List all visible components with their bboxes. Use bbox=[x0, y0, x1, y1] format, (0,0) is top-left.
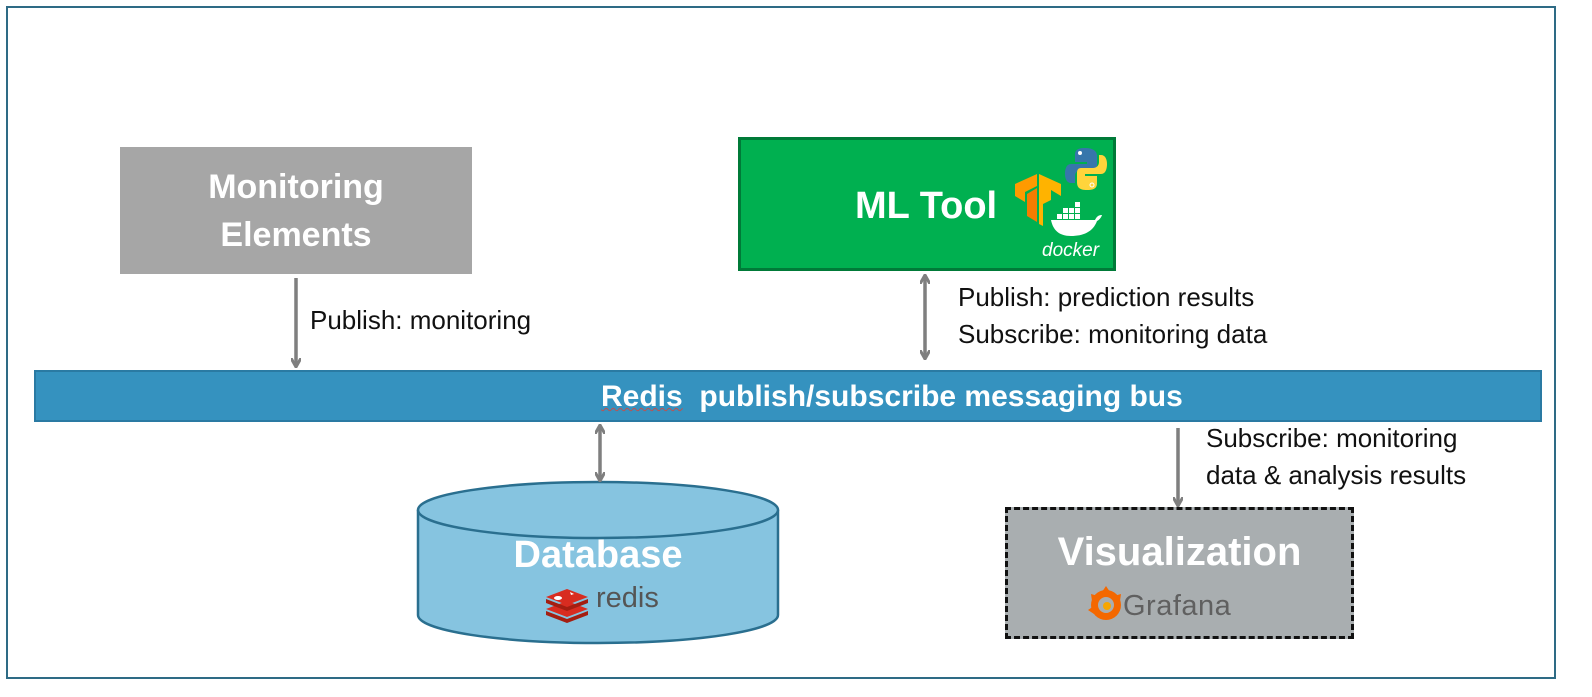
grafana-icon bbox=[1088, 586, 1121, 620]
redis-icon bbox=[546, 589, 588, 623]
monitoring-line1: Monitoring bbox=[208, 167, 384, 206]
redis-messaging-bus: Redis publish/subscribe messaging bus bbox=[34, 370, 1542, 422]
visualization-box: Visualization bbox=[1005, 507, 1354, 639]
diagram-frame bbox=[6, 6, 1556, 679]
edge-label-viz-line1: Subscribe: monitoring bbox=[1206, 423, 1458, 453]
bus-label-rest: publish/subscribe messaging bus bbox=[682, 380, 1183, 413]
bus-label: Redis publish/subscribe messaging bus bbox=[601, 380, 1183, 414]
edge-label-ml-subscribe: Subscribe: monitoring data bbox=[958, 319, 1268, 349]
redis-logo-text: redis bbox=[596, 582, 659, 614]
monitoring-elements-box: Monitoring Elements bbox=[120, 147, 472, 274]
bus-label-redis: Redis bbox=[601, 380, 683, 413]
database-cylinder bbox=[416, 480, 780, 645]
database-label: Database bbox=[513, 534, 683, 576]
edge-label-ml-publish: Publish: prediction results bbox=[958, 282, 1255, 312]
ml-tool-box: ML Tool bbox=[738, 137, 1116, 271]
docker-logo-text: docker bbox=[1042, 240, 1100, 261]
python-icon bbox=[1065, 148, 1107, 190]
visualization-label: Visualization bbox=[1057, 530, 1302, 574]
tensorflow-icon bbox=[1015, 174, 1061, 226]
ml-tool-label: ML Tool bbox=[855, 185, 998, 227]
grafana-logo-text: Grafana bbox=[1123, 590, 1232, 622]
edge-label-monitoring: Publish: monitoring bbox=[310, 305, 532, 335]
monitoring-line2: Elements bbox=[220, 215, 372, 254]
docker-icon bbox=[1051, 202, 1102, 236]
edge-label-viz-line2: data & analysis results bbox=[1206, 460, 1467, 490]
